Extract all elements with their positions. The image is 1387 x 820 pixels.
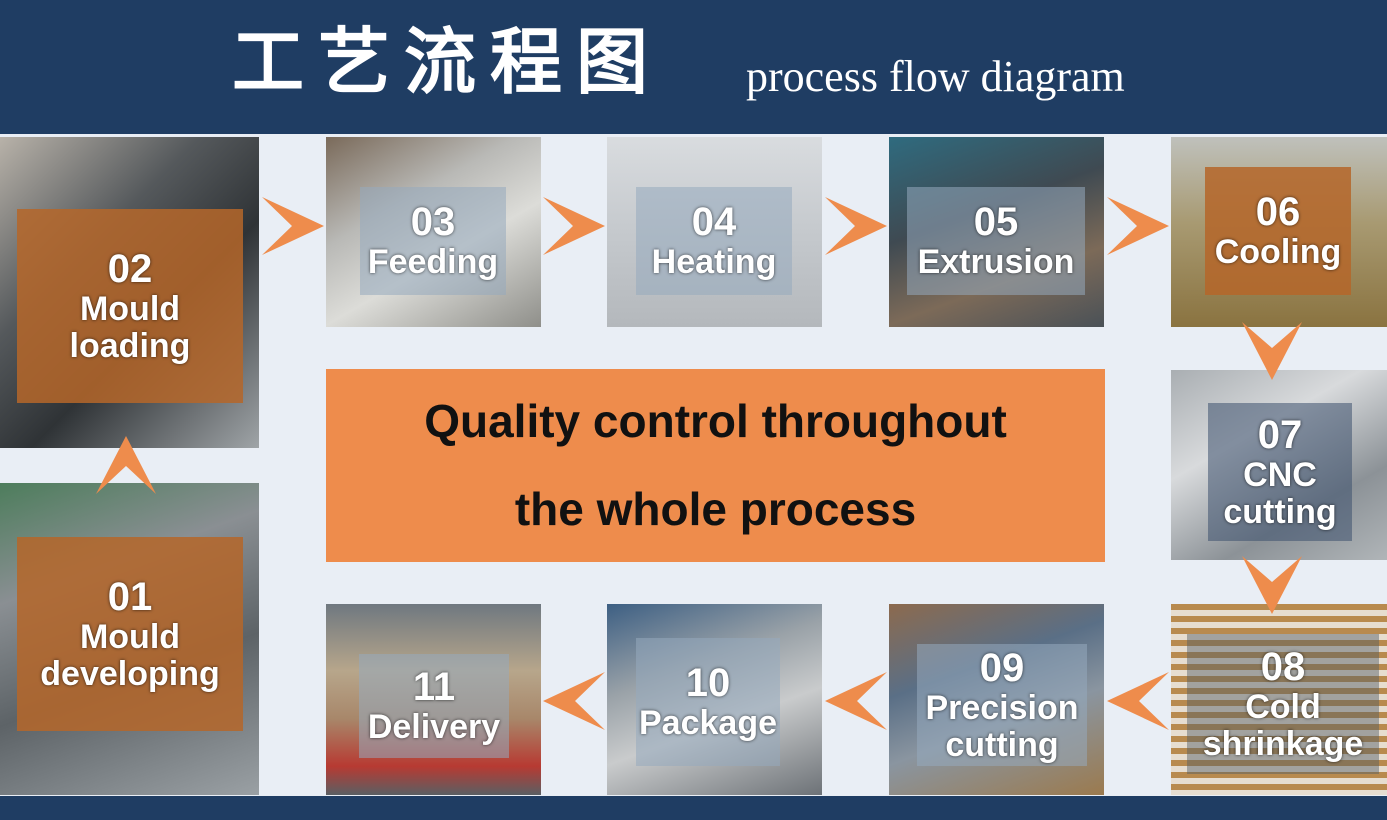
step-02-name-line2: loading [69,326,191,365]
step-05-photo: 05 Extrusion [889,137,1104,327]
step-10-name-line1: Package [639,704,777,743]
title-english: process flow diagram [746,52,1125,101]
step-07-caption: 07 CNC cutting [1208,403,1352,541]
arrow-left-icon [1107,672,1169,730]
step-09-name-line1: Precision [925,688,1079,727]
step-04-photo: 04 Heating [607,137,822,327]
step-02-photo: 02 Mould loading [0,137,259,448]
banner-line-2: the whole process [514,482,917,535]
step-03-number: 03 [410,200,456,245]
step-11-number: 11 [412,665,456,710]
arrow-down-icon [1242,556,1302,614]
step-04-number: 04 [691,200,737,245]
arrow-up-icon [96,436,156,494]
arrow-down-icon [1242,322,1302,380]
step-08-name-line1: Cold [1245,687,1321,726]
step-05-caption: 05 Extrusion [907,187,1085,295]
step-05-number: 05 [973,200,1019,245]
step-03-photo: 03 Feeding [326,137,541,327]
step-11-caption: 11 Delivery [359,654,509,758]
step-01-number: 01 [107,574,153,619]
step-07-number: 07 [1257,412,1303,457]
step-01-photo: 01 Mould developing [0,483,259,795]
step-09-photo: 09 Precision cutting [889,604,1104,795]
step-07-photo: 07 CNC cutting [1171,370,1387,560]
step-10-number: 10 [685,661,731,706]
title-chinese: 工艺流程图 [232,19,663,104]
step-10-caption: 10 Package [636,638,780,766]
step-09-name-line2: cutting [945,725,1059,764]
arrow-right-icon [825,197,887,255]
banner-line-1: Quality control throughout [424,395,1007,448]
step-11-photo: 11 Delivery [326,604,541,795]
step-09-caption: 09 Precision cutting [917,644,1087,766]
step-02-number: 02 [107,246,153,291]
step-09-number: 09 [979,645,1025,690]
arrow-left-icon [543,672,605,730]
step-10-photo: 10 Package [607,604,822,795]
step-05-name-line1: Extrusion [917,243,1075,282]
step-08-number: 08 [1260,644,1306,689]
step-11-name-line1: Delivery [367,708,501,747]
step-01-name-line2: developing [40,654,220,693]
step-07-name-line2: cutting [1223,492,1337,531]
step-08-name-line2: shrinkage [1202,724,1364,763]
footer-bar [0,796,1387,820]
step-04-caption: 04 Heating [636,187,792,295]
step-01-caption: 01 Mould developing [17,537,243,731]
quality-control-banner: Quality control throughout the whole pro… [326,369,1105,562]
arrow-right-icon [543,197,605,255]
step-06-photo: 06 Cooling [1171,137,1387,327]
step-06-number: 06 [1255,190,1301,235]
step-03-caption: 03 Feeding [360,187,506,295]
step-01-name-line1: Mould [79,617,181,656]
step-07-name-line1: CNC [1243,455,1317,494]
step-02-caption: 02 Mould loading [17,209,243,403]
step-03-name-line1: Feeding [367,243,499,282]
step-06-name-line1: Cooling [1214,233,1342,272]
step-06-caption: 06 Cooling [1205,167,1351,295]
header-bar: 工艺流程图 process flow diagram [0,0,1387,134]
step-08-photo: 08 Cold shrinkage [1171,604,1387,795]
arrow-right-icon [262,197,324,255]
step-02-name-line1: Mould [79,289,181,328]
arrow-left-icon [825,672,887,730]
step-08-caption: 08 Cold shrinkage [1187,634,1379,774]
step-04-name-line1: Heating [651,243,777,282]
arrow-right-icon [1107,197,1169,255]
